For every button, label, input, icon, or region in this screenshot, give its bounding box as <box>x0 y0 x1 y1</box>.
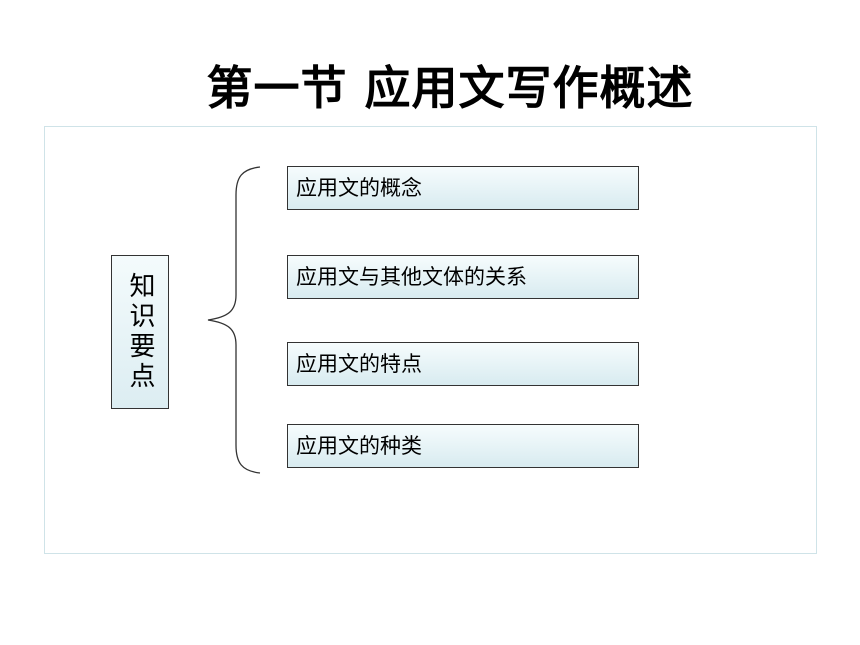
content-frame <box>44 126 817 554</box>
item-features: 应用文的特点 <box>287 342 639 386</box>
item-types: 应用文的种类 <box>287 424 639 468</box>
item-relation: 应用文与其他文体的关系 <box>287 255 639 299</box>
slide-title: 第一节 应用文写作概述 <box>206 61 694 115</box>
curly-brace <box>207 166 261 474</box>
key-points-box: 知识要点 <box>111 255 169 409</box>
key-points-label: 知识要点 <box>125 272 155 392</box>
item-concept: 应用文的概念 <box>287 166 639 210</box>
